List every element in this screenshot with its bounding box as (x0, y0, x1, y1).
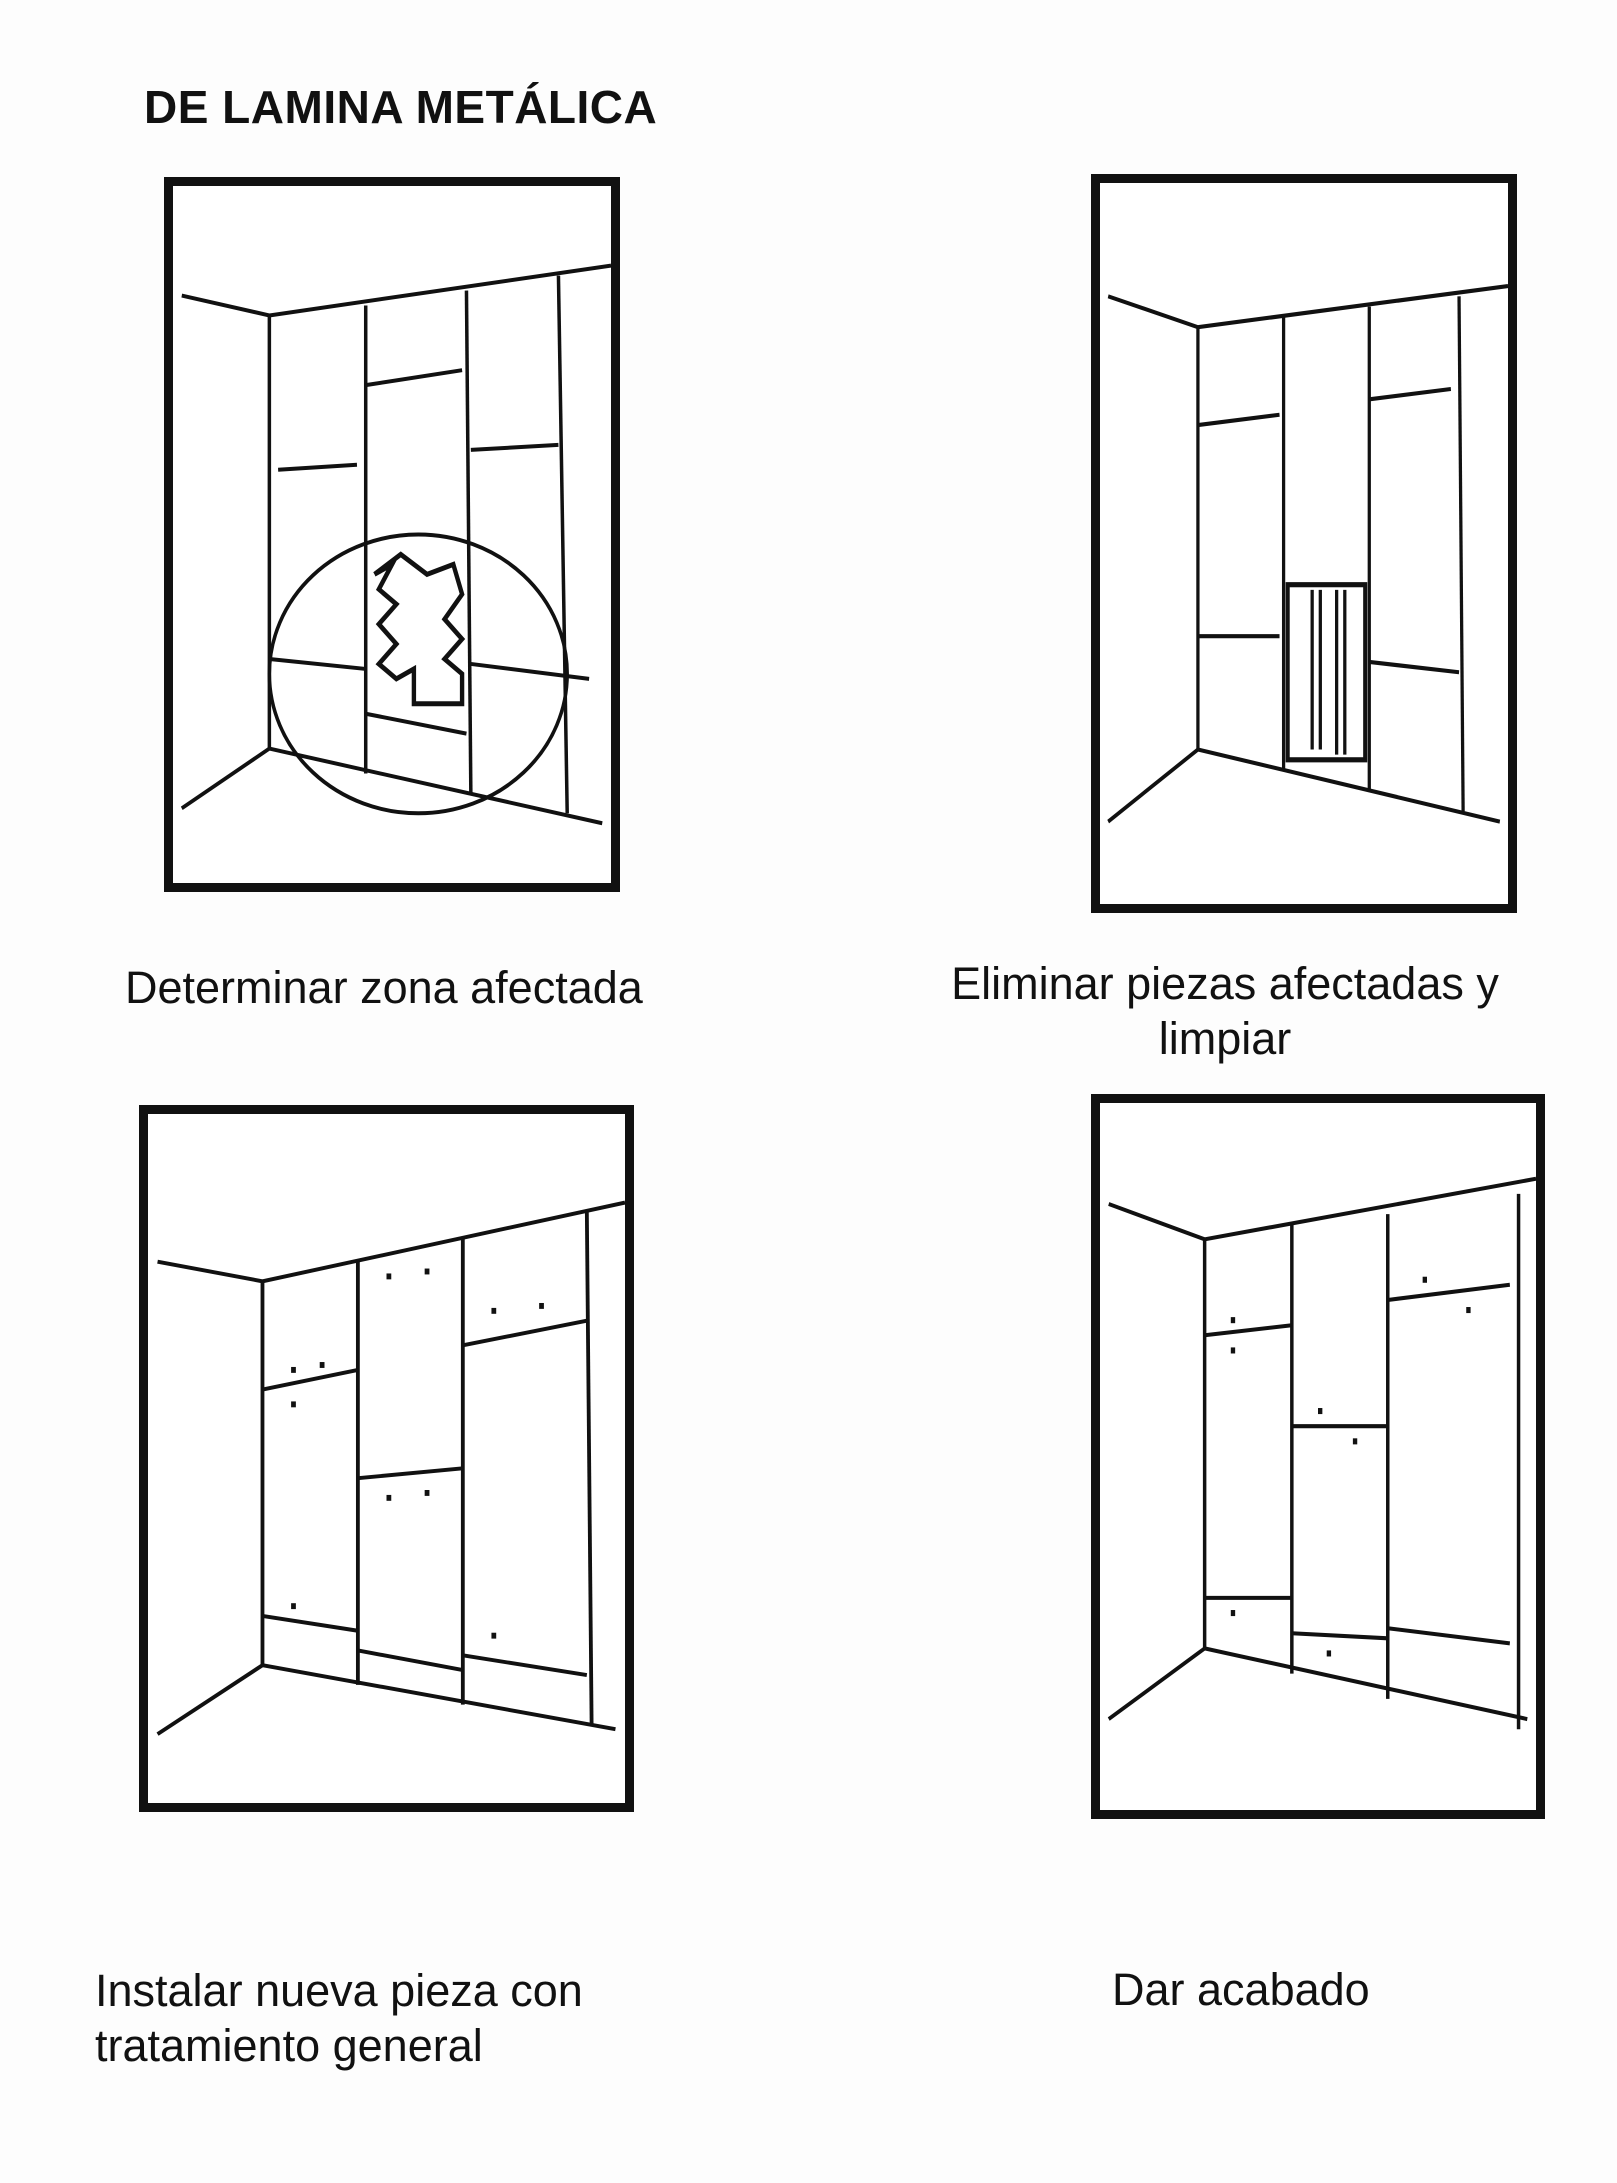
page-title: DE LAMINA METÁLICA (144, 81, 658, 133)
step-3-caption-line-2: tratamiento general (95, 2020, 483, 2071)
step-2-caption-line-1: Eliminar piezas afectadas y (951, 958, 1499, 1009)
step-3-caption-line-1: Instalar nueva pieza con (95, 1965, 583, 2016)
step-1-caption: Determinar zona afectada (125, 962, 643, 1013)
sketch-remove-affected-pieces (1091, 174, 1517, 913)
step-2-caption: Eliminar piezas afectadas y limpiar (900, 956, 1550, 1066)
sketch-determine-affected-zone (164, 177, 620, 892)
sketch-finishing (1091, 1094, 1545, 1819)
step-2-caption-line-2: limpiar (1158, 1013, 1292, 1064)
step-4-caption: Dar acabado (1112, 1964, 1370, 2015)
step-3-caption: Instalar nueva pieza con tratamiento gen… (95, 1963, 583, 2073)
sketch-install-new-piece (139, 1105, 634, 1812)
